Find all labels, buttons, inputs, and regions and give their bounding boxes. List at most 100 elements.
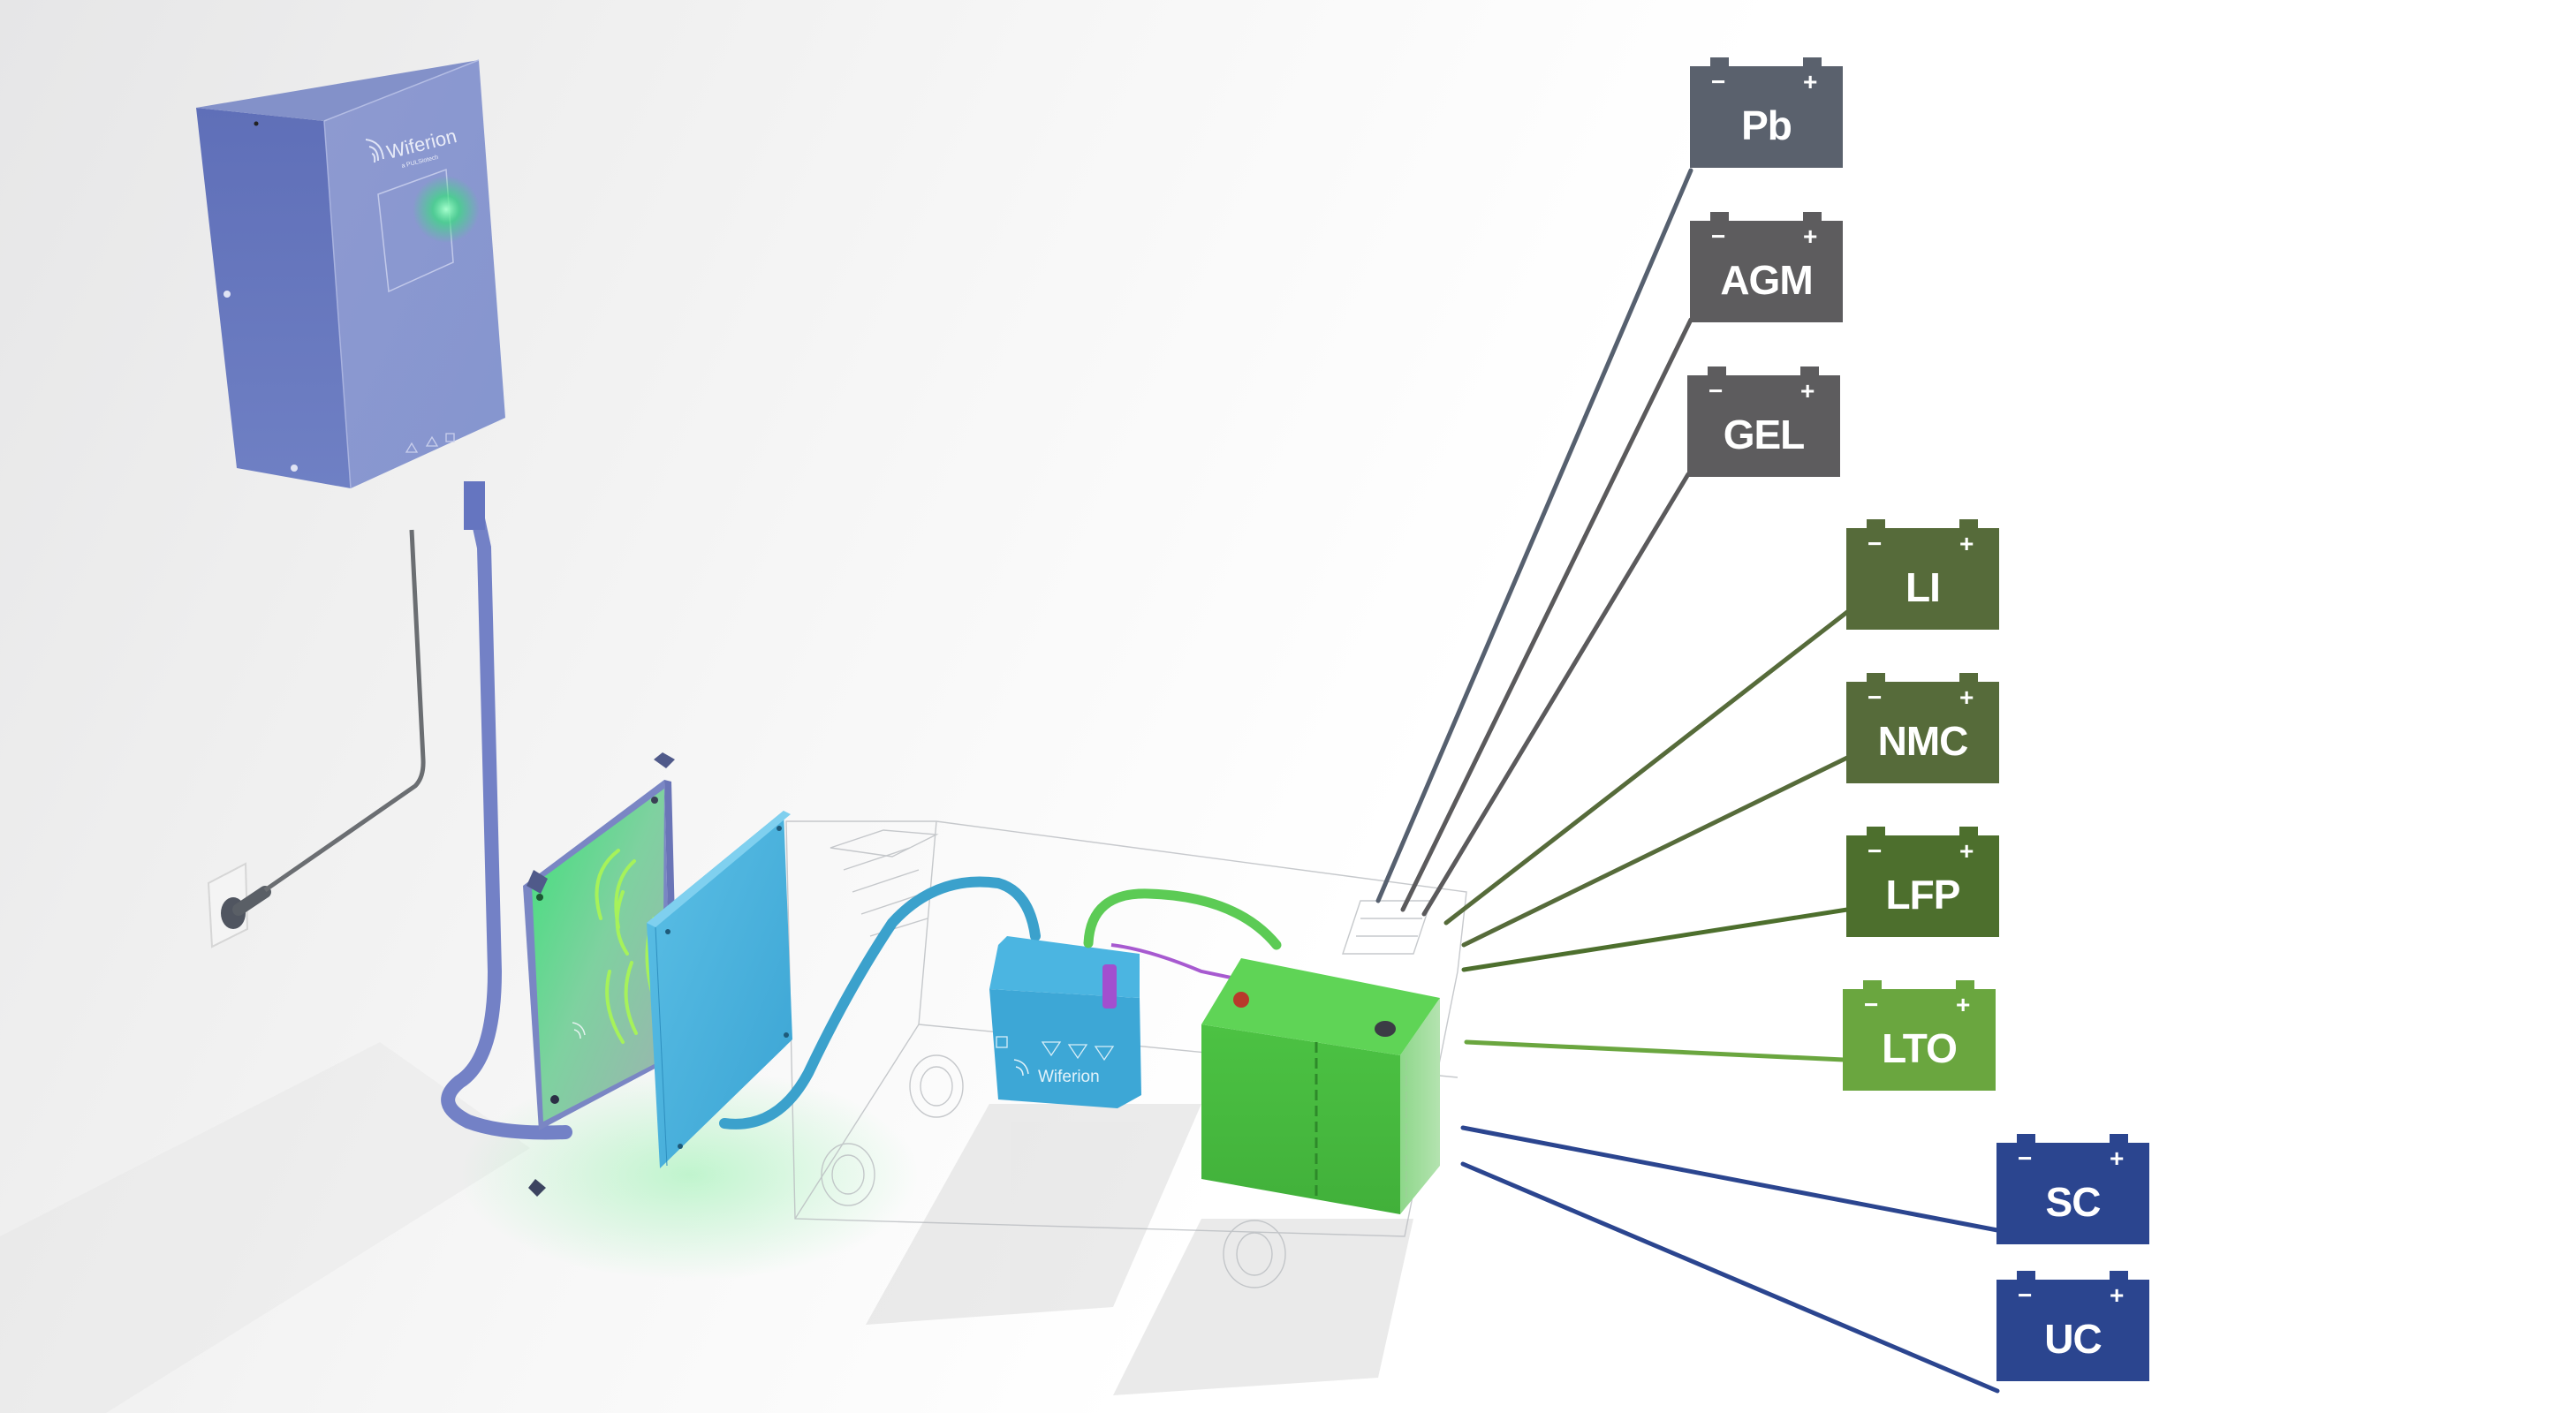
- charging-glow-floor: [459, 1069, 919, 1281]
- plus-sign: +: [1959, 837, 1974, 865]
- battery-type-lto: − + LTO: [1843, 980, 1996, 1091]
- connector-line-gel: [1421, 472, 1691, 917]
- positive-terminal-icon: [1800, 366, 1819, 377]
- battery-type-label: Pb: [1741, 102, 1792, 148]
- negative-terminal-icon: [1867, 827, 1885, 837]
- floor-shadows: [0, 1042, 1413, 1413]
- status-led: [413, 176, 480, 243]
- negative-terminal-icon: [2017, 1134, 2035, 1145]
- battery-type-label: LI: [1905, 564, 1941, 610]
- battery-icon: [1843, 989, 1996, 1091]
- plus-sign: +: [1803, 223, 1818, 250]
- battery-type-label: GEL: [1723, 412, 1806, 457]
- positive-terminal-icon: [1803, 57, 1822, 68]
- battery-type-uc: − + UC: [1996, 1271, 2149, 1381]
- plus-sign: +: [2110, 1145, 2125, 1172]
- battery-icon: [1690, 221, 1843, 322]
- battery-type-li: − + LI: [1846, 519, 1999, 630]
- plus-sign: +: [1959, 684, 1974, 711]
- controller-symbol-icon: [996, 1036, 1008, 1048]
- battery-type-label: SC: [2045, 1179, 2102, 1225]
- connector-line-li: [1443, 609, 1850, 926]
- controller-logo-icon: [1013, 1059, 1029, 1077]
- connector-line-uc: [1460, 1161, 2000, 1394]
- battery-cable-green: [1083, 888, 1282, 950]
- battery-type-label: UC: [2044, 1316, 2102, 1362]
- negative-terminal-icon: [1867, 519, 1885, 530]
- minus-sign: −: [2018, 1145, 2033, 1172]
- positive-terminal-icon: [1959, 519, 1978, 530]
- connector-line-lto: [1464, 1039, 1846, 1062]
- purple-connector: [1102, 964, 1117, 1009]
- battery-icon: [1846, 682, 1999, 783]
- battery-icon: [1996, 1280, 2149, 1381]
- plus-sign: +: [1956, 991, 1971, 1018]
- minus-sign: −: [2018, 1281, 2033, 1309]
- wall-outlet: [207, 862, 271, 948]
- connector-line-sc: [1460, 1125, 2000, 1233]
- battery-type-label: LTO: [1882, 1025, 1958, 1071]
- positive-terminal-icon: [1959, 827, 1978, 837]
- minus-sign: −: [1711, 223, 1726, 250]
- battery-icon: [1846, 528, 1999, 630]
- mobile-controller: Wiferion: [989, 936, 1141, 1108]
- wall-charger-unit: Wiferion a PULSiotech: [196, 59, 505, 489]
- positive-terminal-icon: [1956, 980, 1974, 991]
- pad-bracket: [528, 1179, 546, 1197]
- battery-type-gel: − + GEL: [1687, 366, 1840, 477]
- vehicle-frame-wireframe: [785, 820, 1467, 1288]
- pad-bracket: [527, 870, 548, 894]
- minus-sign: −: [1711, 68, 1726, 95]
- power-cord: [263, 529, 426, 893]
- battery-type-label: LFP: [1885, 872, 1961, 918]
- pad-bracket: [654, 752, 675, 768]
- positive-terminal-icon: [1803, 212, 1822, 223]
- connector-line-agm: [1400, 317, 1693, 912]
- conduit-connector: [464, 481, 485, 530]
- connector-line-pb: [1375, 168, 1693, 903]
- positive-terminal-icon: [2110, 1271, 2128, 1281]
- plus-sign: +: [1803, 68, 1818, 95]
- positive-terminal: [1233, 992, 1249, 1008]
- positive-terminal-icon: [2110, 1134, 2128, 1145]
- plus-sign: +: [1959, 530, 1974, 557]
- charging-pad: [523, 752, 678, 1197]
- minus-sign: −: [1864, 991, 1879, 1018]
- battery-cable-purple: [1110, 943, 1245, 982]
- positive-terminal-icon: [1959, 673, 1978, 684]
- battery-icon: [1687, 375, 1840, 477]
- pad-logo-icon: [572, 1022, 586, 1039]
- plus-sign: +: [1800, 377, 1815, 404]
- connector-line-lfp: [1461, 907, 1850, 972]
- connector-lines: [1375, 168, 2000, 1394]
- plus-sign: +: [2110, 1281, 2125, 1309]
- vehicle-battery: [1201, 958, 1440, 1214]
- minus-sign: −: [1868, 530, 1883, 557]
- minus-sign: −: [1868, 837, 1883, 865]
- battery-type-sc: − + SC: [1996, 1134, 2149, 1244]
- battery-icon: [1690, 66, 1843, 168]
- negative-terminal: [1375, 1021, 1396, 1037]
- battery-type-lfp: − + LFP: [1846, 827, 1999, 937]
- battery-type-nmc: − + NMC: [1846, 673, 1999, 783]
- negative-terminal-icon: [1863, 980, 1882, 991]
- battery-icon: [1996, 1143, 2149, 1244]
- negative-terminal-icon: [2017, 1271, 2035, 1281]
- charger-conduit: [441, 487, 572, 1140]
- controller-brand-name: Wiferion: [1038, 1068, 1100, 1086]
- minus-sign: −: [1708, 377, 1724, 404]
- battery-type-label: NMC: [1877, 718, 1969, 764]
- battery-type-label: AGM: [1720, 257, 1813, 303]
- connector-line-nmc: [1461, 755, 1850, 948]
- battery-type-agm: − + AGM: [1690, 212, 1843, 322]
- warning-symbols: [405, 433, 455, 453]
- wifi-logo-icon: [365, 139, 384, 163]
- receiver-cable: [719, 876, 1041, 1130]
- minus-sign: −: [1868, 684, 1883, 711]
- negative-terminal-icon: [1710, 57, 1729, 68]
- battery-icon: [1846, 835, 1999, 937]
- receiver-pad: [647, 811, 792, 1168]
- battery-type-pb: − + Pb: [1690, 57, 1843, 168]
